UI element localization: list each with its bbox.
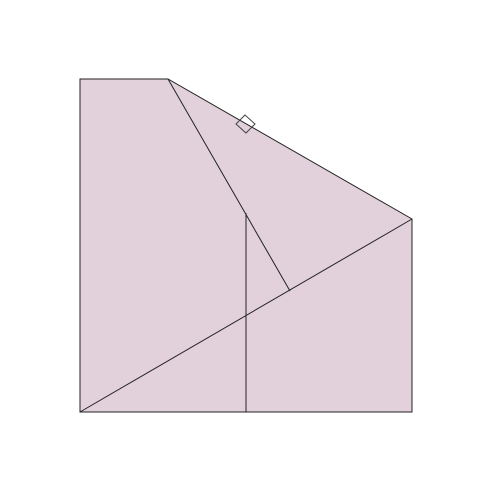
perpendicular-segment — [167, 78, 291, 292]
right-angle-marker — [235, 114, 256, 134]
